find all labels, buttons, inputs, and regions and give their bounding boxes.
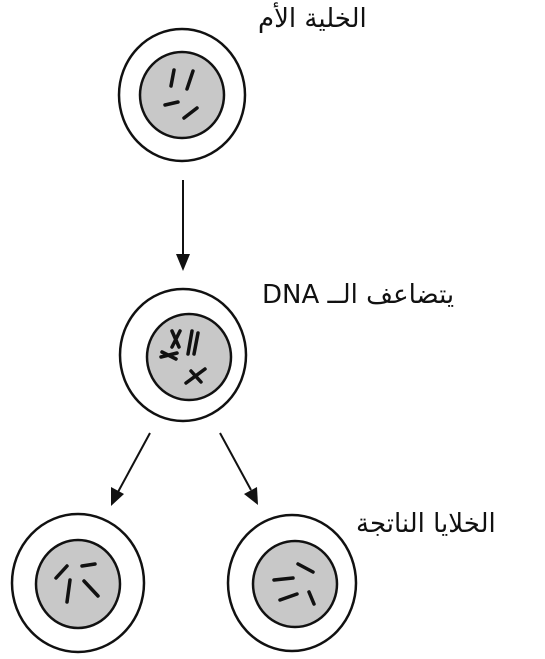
chromosome: [278, 592, 299, 602]
parent-cell-nucleus: [138, 50, 226, 140]
daughter-cell-left: [10, 512, 146, 654]
daughter-cells-label: الخلايا الناتجة: [356, 509, 496, 539]
chromosome: [307, 590, 316, 606]
chromosome-pair: [170, 329, 182, 349]
arrow-right-down: [219, 432, 258, 505]
daughter-cell-left-chromosomes: [54, 562, 100, 604]
daughter-cell-right-nucleus: [251, 539, 339, 629]
chromosome: [54, 564, 69, 580]
chromosome: [82, 579, 100, 598]
parent-cell-chromosomes: [163, 68, 199, 120]
chromosome: [296, 562, 315, 574]
daughter-cell-right-chromosomes: [272, 562, 316, 606]
chromosome: [65, 578, 72, 604]
arrow-left-down: [111, 432, 151, 506]
chromosome: [163, 100, 180, 107]
chromosome-pair: [186, 329, 194, 356]
chromosome-pair: [160, 350, 178, 361]
replicating-cell-chromosomes: [159, 329, 207, 385]
daughter-cell-left-nucleus: [34, 538, 122, 630]
chromosome: [80, 562, 97, 568]
chromosome: [185, 69, 195, 91]
chromosome-pair: [189, 369, 203, 384]
chromosome: [272, 576, 295, 582]
chromosome: [182, 106, 199, 120]
chromosome-pair: [192, 331, 200, 356]
arrow-down: [176, 180, 190, 271]
parent-cell-label: الخلية الأم: [258, 4, 367, 34]
dna-replicates-label: يتضاعف الــ DNA: [262, 280, 455, 310]
parent-cell: [117, 27, 247, 163]
chromosome: [169, 68, 176, 88]
replicating-cell-nucleus: [145, 312, 233, 402]
daughter-cell-right: [226, 513, 358, 653]
replicating-cell: [118, 287, 248, 423]
